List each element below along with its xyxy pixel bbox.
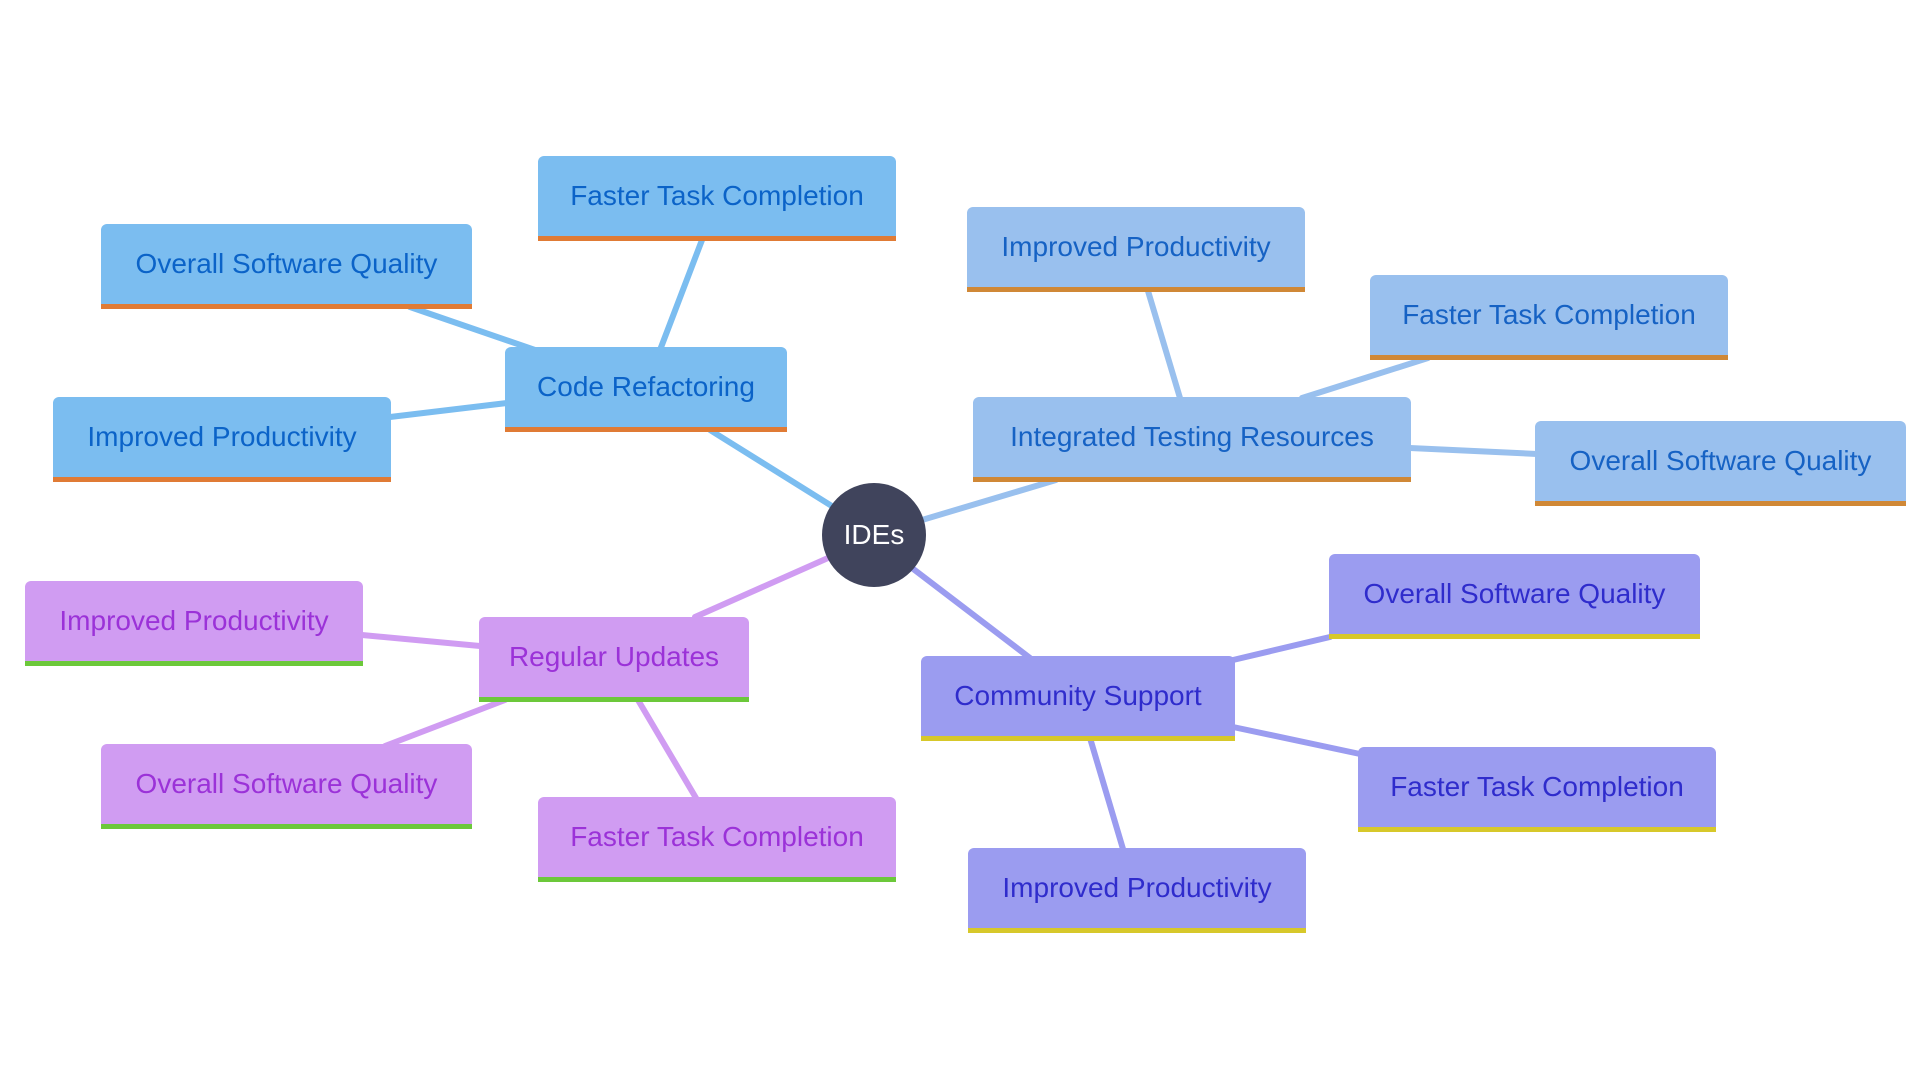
branch-node-community-support[interactable]: Community Support [921, 656, 1235, 741]
root-label: IDEs [843, 519, 905, 550]
leaf-node[interactable]: Improved Productivity [967, 207, 1305, 292]
leaf-node[interactable]: Improved Productivity [53, 397, 391, 482]
root-node[interactable]: IDEs [822, 483, 926, 587]
leaf-label: Improved Productivity [1002, 872, 1272, 903]
leaf-label: Faster Task Completion [570, 180, 864, 211]
leaf-label: Overall Software Quality [135, 248, 438, 279]
leaf-node[interactable]: Overall Software Quality [1329, 554, 1700, 639]
leaf-node[interactable]: Faster Task Completion [538, 797, 896, 882]
edge-testing-c3 [1407, 445, 1540, 457]
edge-root-testing [919, 477, 1059, 523]
edge-refactoring-c1 [657, 237, 705, 353]
leaf-node[interactable]: Improved Productivity [25, 581, 363, 666]
edge-updates-c3 [635, 697, 699, 801]
leaf-node[interactable]: Faster Task Completion [538, 156, 896, 241]
edge-updates-c2 [382, 697, 508, 749]
leaf-label: Improved Productivity [1001, 231, 1271, 262]
branch-node-regular-updates[interactable]: Regular Updates [479, 617, 749, 702]
edge-community-c3 [1087, 735, 1126, 852]
leaf-label: Overall Software Quality [1569, 445, 1872, 476]
edge-community-c2 [1230, 724, 1363, 757]
branch-label: Regular Updates [508, 641, 720, 672]
branch-label: Community Support [954, 680, 1202, 711]
leaf-label: Faster Task Completion [1402, 299, 1696, 330]
branch-node-integrated-testing[interactable]: Integrated Testing Resources [973, 397, 1411, 482]
leaf-label: Overall Software Quality [1363, 578, 1666, 609]
edge-testing-c2 [1299, 355, 1431, 401]
edge-root-community [909, 565, 1033, 661]
leaf-node[interactable]: Overall Software Quality [101, 744, 472, 829]
edge-root-refactoring [707, 427, 838, 511]
edge-refactoring-c3 [387, 400, 510, 420]
branch-label: Code Refactoring [537, 371, 755, 402]
leaf-label: Improved Productivity [87, 421, 357, 452]
branch-label: Integrated Testing Resources [1010, 421, 1374, 452]
edge-updates-c1 [359, 632, 483, 649]
edge-testing-c1 [1145, 288, 1183, 401]
edge-refactoring-c2 [407, 304, 538, 353]
leaf-label: Improved Productivity [59, 605, 329, 636]
branch-node-code-refactoring[interactable]: Code Refactoring [505, 347, 787, 432]
leaf-node[interactable]: Faster Task Completion [1370, 275, 1728, 360]
leaf-node[interactable]: Overall Software Quality [101, 224, 472, 309]
edge-community-c1 [1230, 634, 1333, 663]
leaf-label: Overall Software Quality [135, 768, 438, 799]
edge-root-updates [692, 555, 831, 620]
leaf-node[interactable]: Faster Task Completion [1358, 747, 1716, 832]
leaf-label: Faster Task Completion [570, 821, 864, 852]
leaf-node[interactable]: Overall Software Quality [1535, 421, 1906, 506]
leaf-node[interactable]: Improved Productivity [968, 848, 1306, 933]
leaf-label: Faster Task Completion [1390, 771, 1684, 802]
